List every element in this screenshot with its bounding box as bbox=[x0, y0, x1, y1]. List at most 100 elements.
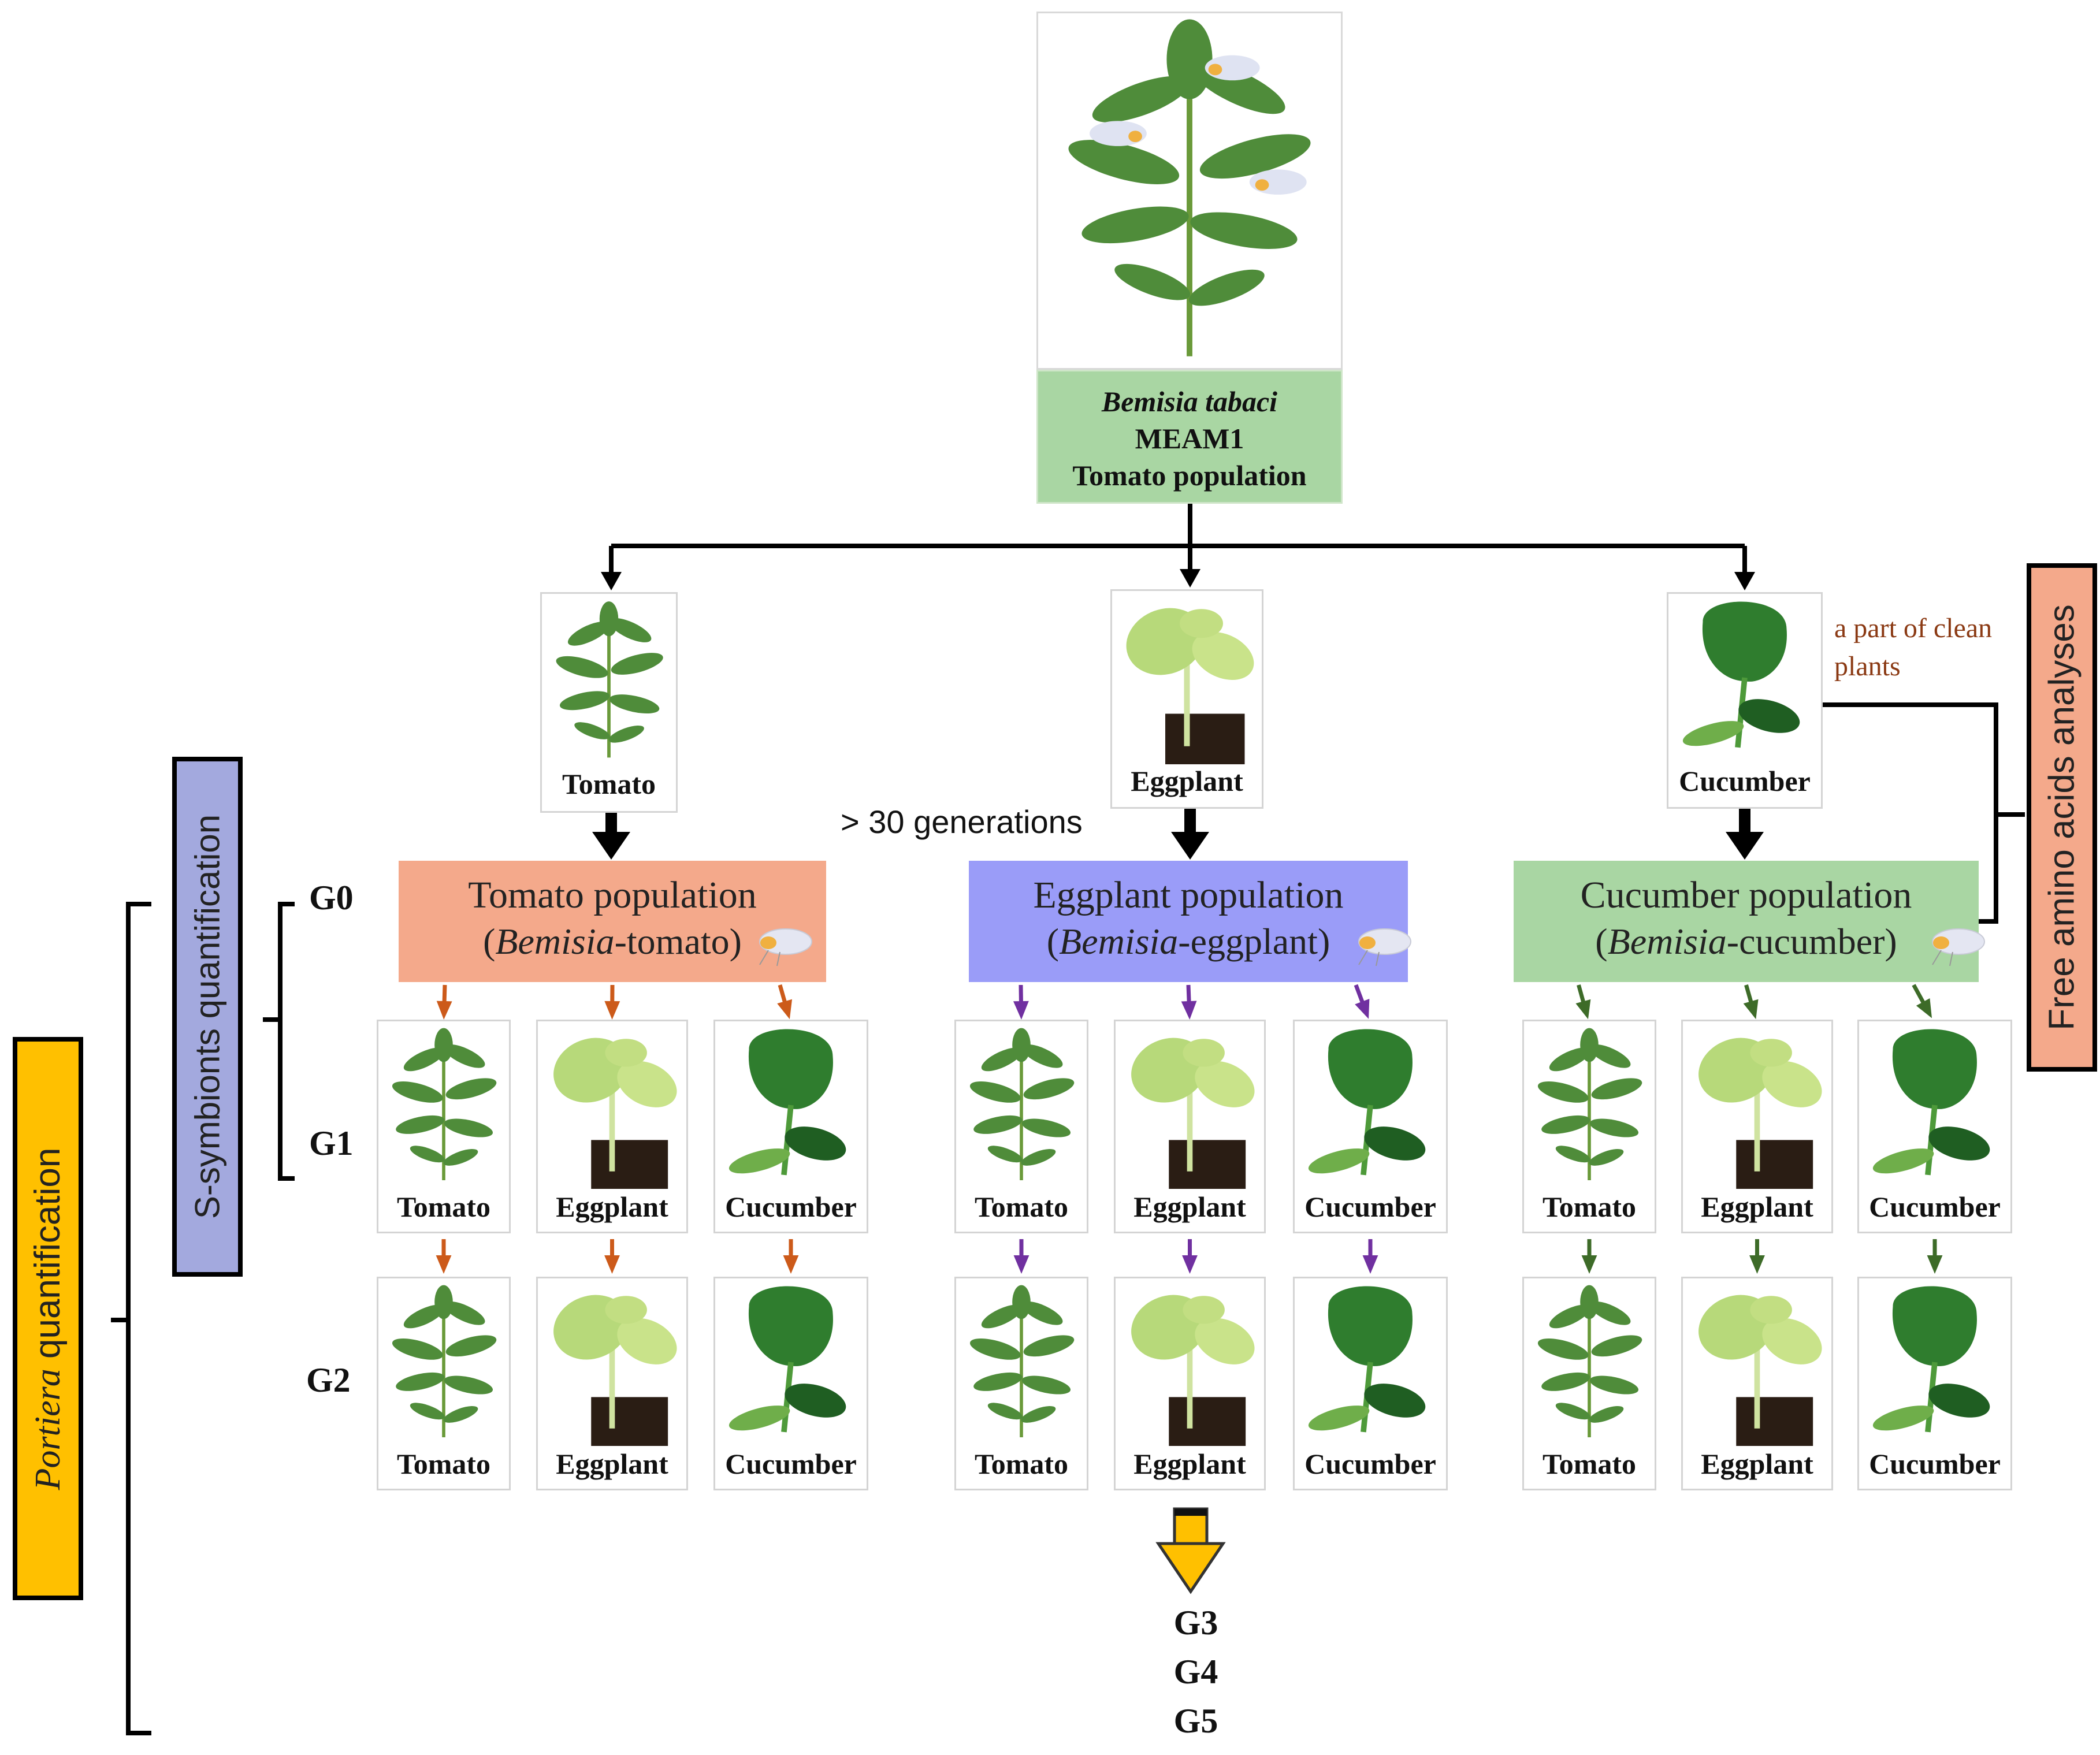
whitefly-icon bbox=[1350, 919, 1414, 971]
g1-to-g2-arrow bbox=[1927, 1239, 1943, 1274]
g2-plant-label: Eggplant bbox=[1701, 1448, 1813, 1480]
generation-g5: G5 bbox=[1173, 1702, 1218, 1740]
g2-plant-label: Tomato bbox=[396, 1448, 491, 1480]
g2-plant-label: Eggplant bbox=[1133, 1448, 1246, 1480]
g1-eggplant-pop-cucumber-frame: Cucumber bbox=[1293, 1020, 1448, 1233]
g2-cucumber-pop-cucumber-frame: Cucumber bbox=[1857, 1277, 2012, 1490]
g2-plant-label: Tomato bbox=[974, 1448, 1069, 1480]
g0-to-g1-arrow bbox=[436, 984, 452, 1020]
branch-tomato-arrowhead bbox=[601, 572, 622, 590]
g1-plant-label: Eggplant bbox=[556, 1191, 668, 1223]
tomato-population-host: -tomato bbox=[614, 921, 730, 962]
generation-g0: G0 bbox=[309, 879, 354, 917]
eggplant-population-title: Eggplant population bbox=[1033, 874, 1344, 916]
s-symbionts-label: S-symbionts quantification bbox=[188, 814, 227, 1219]
g2-cucumber-pop-eggplant-frame: Eggplant bbox=[1681, 1277, 1833, 1490]
g1-plant-label: Tomato bbox=[974, 1191, 1069, 1223]
g1-to-g2-arrow bbox=[1749, 1239, 1765, 1274]
g1-to-g2-arrow bbox=[1013, 1239, 1029, 1274]
g2-eggplant-pop-eggplant-frame: Eggplant bbox=[1114, 1277, 1266, 1490]
g1-plant-label: Eggplant bbox=[1133, 1191, 1246, 1223]
eggplant-population-host: -eggplant bbox=[1178, 921, 1318, 962]
cucumber-plant-icon bbox=[1308, 1029, 1426, 1176]
g2-tomato-pop-eggplant-frame: Eggplant bbox=[536, 1277, 688, 1490]
g1-plant-label: Eggplant bbox=[1701, 1191, 1813, 1223]
g1-to-g2-arrow bbox=[1182, 1239, 1198, 1274]
eggplant-plant-icon bbox=[1131, 1295, 1255, 1446]
portiera-rest: quantification bbox=[28, 1147, 68, 1369]
cucumber-population-host: -cucumber bbox=[1726, 921, 1885, 962]
g1-plant-label: Tomato bbox=[1542, 1191, 1637, 1223]
cucumber-plant-icon bbox=[1872, 1029, 1990, 1176]
g2-plant-label: Tomato bbox=[1542, 1448, 1637, 1480]
host-tomato-label: Tomato bbox=[562, 768, 656, 800]
whitefly-icon bbox=[751, 919, 815, 971]
g0-to-g1-arrow bbox=[1743, 984, 1759, 1020]
g2-tomato-pop-tomato-frame: Tomato bbox=[377, 1277, 511, 1490]
tomato-population-box: Tomato population (Bemisia-tomato) bbox=[399, 861, 826, 982]
g1-to-g2-arrow bbox=[436, 1239, 452, 1274]
g1-plant-label: Cucumber bbox=[1304, 1191, 1436, 1223]
eggplant-to-pop-arrowhead bbox=[1171, 832, 1209, 860]
eggplant-plant-icon bbox=[1126, 608, 1254, 764]
host-tomato-frame: Tomato bbox=[540, 592, 678, 813]
s-symbionts-label-box: S-symbionts quantification bbox=[172, 757, 243, 1277]
host-eggplant-frame: Eggplant bbox=[1110, 589, 1263, 809]
cucumber-plant-icon bbox=[1872, 1286, 1990, 1433]
tomato-plant-icon bbox=[556, 601, 663, 758]
eggplant-plant-icon bbox=[1698, 1038, 1822, 1189]
host-cucumber-frame: Cucumber bbox=[1667, 592, 1823, 809]
tomato-plant-icon bbox=[1068, 19, 1311, 356]
tomato-to-pop-arrowhead bbox=[592, 832, 630, 860]
eggplant-population-species: Bemisia bbox=[1059, 921, 1179, 962]
g2-plant-label: Cucumber bbox=[725, 1448, 857, 1480]
eggplant-plant-icon bbox=[1131, 1038, 1255, 1189]
source-tomato-photo bbox=[1036, 12, 1343, 370]
eggplant-population-box: Eggplant population (Bemisia-eggplant) bbox=[969, 861, 1411, 982]
s-symbiont-bracket bbox=[278, 902, 295, 1181]
g1-plant-label: Tomato bbox=[396, 1191, 491, 1223]
branch-cucumber-arrowhead bbox=[1734, 572, 1755, 590]
g1-cucumber-pop-tomato-frame: Tomato bbox=[1522, 1020, 1656, 1233]
g2-plant-label: Cucumber bbox=[1304, 1448, 1436, 1480]
cucumber-plant-icon bbox=[1308, 1286, 1426, 1433]
generation-g1: G1 bbox=[309, 1124, 354, 1162]
source-population: Tomato population bbox=[1072, 459, 1307, 492]
eggplant-plant-icon bbox=[553, 1038, 677, 1189]
g1-eggplant-pop-eggplant-frame: Eggplant bbox=[1114, 1020, 1266, 1233]
g2-cucumber-pop-tomato-frame: Tomato bbox=[1522, 1277, 1656, 1490]
tomato-plant-icon bbox=[392, 1028, 497, 1180]
g1-to-g2-arrow bbox=[783, 1239, 799, 1274]
whitefly-icon bbox=[1924, 919, 1987, 971]
tomato-population-species: Bemisia bbox=[495, 921, 615, 962]
g0-to-g1-arrow bbox=[1575, 984, 1591, 1020]
g1-to-g2-arrow bbox=[604, 1239, 620, 1274]
eggplant-plant-icon bbox=[1698, 1295, 1822, 1446]
g0-to-g1-arrow bbox=[1181, 984, 1197, 1020]
tomato-plant-icon bbox=[1537, 1028, 1642, 1180]
branch-eggplant-arrowhead bbox=[1180, 569, 1200, 588]
g0-to-g1-arrow bbox=[604, 984, 620, 1020]
host-cucumber-label: Cucumber bbox=[1679, 765, 1811, 797]
g1-plant-label: Cucumber bbox=[725, 1191, 857, 1223]
source-biotype: MEAM1 bbox=[1135, 422, 1244, 455]
g0-to-g1-arrow bbox=[1912, 984, 1932, 1018]
whitefly-icon bbox=[1205, 55, 1260, 81]
g1-tomato-pop-cucumber-frame: Cucumber bbox=[713, 1020, 868, 1233]
tomato-plant-icon bbox=[969, 1028, 1075, 1180]
cucumber-plant-icon bbox=[1682, 601, 1800, 748]
g0-to-g1-arrow bbox=[777, 984, 793, 1020]
tomato-plant-icon bbox=[1537, 1285, 1642, 1437]
cucumber-population-box: Cucumber population (Bemisia-cucumber) bbox=[1514, 861, 1985, 982]
cucumber-plant-icon bbox=[729, 1286, 846, 1433]
g0-to-g1-arrow bbox=[1013, 984, 1029, 1020]
tomato-population-title: Tomato population bbox=[468, 874, 757, 916]
clean-plants-note-text: a part of clean plants bbox=[1834, 613, 1993, 682]
g1-cucumber-pop-cucumber-frame: Cucumber bbox=[1857, 1020, 2012, 1233]
portiera-label: Portiera quantification bbox=[27, 1147, 69, 1490]
g1-plant-label: Cucumber bbox=[1869, 1191, 2001, 1223]
clean-plants-note: a part of clean plants bbox=[1834, 609, 2008, 686]
g2-tomato-pop-cucumber-frame: Cucumber bbox=[713, 1277, 868, 1490]
